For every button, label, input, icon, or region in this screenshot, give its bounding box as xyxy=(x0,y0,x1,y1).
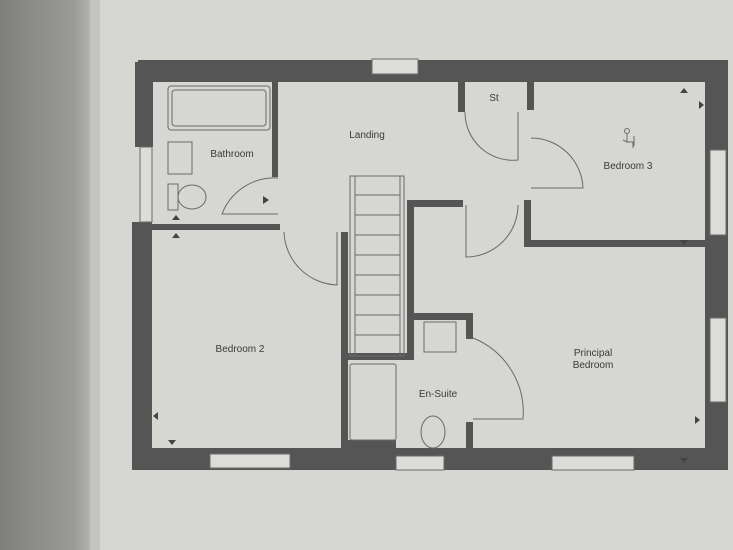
windows xyxy=(139,58,727,471)
room-labels: Landing Bathroom St Bedroom 3 Bedroom 2 … xyxy=(210,93,653,400)
door-bathroom xyxy=(221,177,279,215)
label-ensuite: En-Suite xyxy=(419,389,458,400)
ensuite-right-wall-lower xyxy=(466,422,473,470)
bedroom3-bottom-wall xyxy=(524,240,706,247)
book-edge xyxy=(0,0,92,550)
window-principal-bottom xyxy=(551,455,635,471)
label-landing: Landing xyxy=(349,130,385,141)
ensuite-top-wall xyxy=(414,313,473,320)
window-bedroom3 xyxy=(709,149,727,236)
storage-left-wall xyxy=(458,82,465,112)
ensuite-toilet xyxy=(420,415,446,449)
window-landing xyxy=(371,58,419,75)
outer-wall-right xyxy=(705,62,728,470)
label-storage: St xyxy=(489,93,499,104)
shower-tray xyxy=(349,363,397,441)
label-bedroom2: Bedroom 2 xyxy=(216,344,265,355)
bedroom3-left-wall xyxy=(524,200,531,247)
bathroom-sink xyxy=(167,141,193,175)
bathroom-bedroom2-wall xyxy=(152,224,280,230)
bathroom-wall xyxy=(272,82,278,177)
socket-markers xyxy=(153,88,704,463)
label-bathroom: Bathroom xyxy=(210,149,253,160)
door-bedroom3 xyxy=(530,137,584,189)
window-bathroom xyxy=(139,146,153,223)
desk-person-icon xyxy=(622,128,635,148)
door-storage xyxy=(464,111,519,161)
door-principal xyxy=(465,204,519,258)
ensuite-corner-wall xyxy=(348,440,396,470)
doors xyxy=(221,111,584,420)
outer-wall-left-lower xyxy=(132,222,152,470)
ensuite-sink xyxy=(423,321,457,353)
fixtures xyxy=(167,85,457,449)
door-bedroom2 xyxy=(283,231,338,286)
label-principal-line1: Principal xyxy=(574,348,612,359)
bathtub-inner xyxy=(171,89,267,127)
window-principal xyxy=(709,317,727,403)
bathtub xyxy=(167,85,271,131)
outer-wall-left-upper xyxy=(135,62,153,147)
bedroom2-right-wall xyxy=(341,232,348,470)
staircase xyxy=(349,175,405,357)
stair-right-wall xyxy=(407,200,414,360)
stair-outline xyxy=(349,175,405,357)
stair-top-wall xyxy=(407,200,463,207)
window-ensuite xyxy=(395,455,445,471)
outer-wall-top xyxy=(138,60,728,82)
book-gutter xyxy=(90,0,102,550)
ensuite-right-wall-upper xyxy=(466,313,473,339)
door-ensuite xyxy=(472,337,524,420)
storage-right-wall xyxy=(527,82,534,110)
label-principal-line2: Bedroom xyxy=(573,360,614,371)
label-bedroom3: Bedroom 3 xyxy=(604,161,653,172)
toilet-bowl xyxy=(177,184,207,210)
window-bedroom2 xyxy=(209,453,291,469)
